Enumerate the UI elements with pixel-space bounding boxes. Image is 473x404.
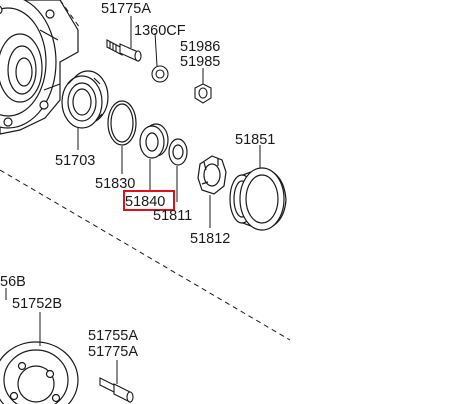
upper-wheel-hub <box>0 0 79 135</box>
nut-51986-51985 <box>194 68 212 104</box>
wheel-bolt-lower <box>99 360 134 403</box>
wheel-bolt-upper <box>106 16 142 62</box>
label-51755a: 51755A <box>88 328 138 344</box>
label-51830: 51830 <box>95 176 135 192</box>
hub-bearing-51703 <box>61 70 109 150</box>
castle-nut-51812 <box>197 155 227 228</box>
small-nut-1360cf <box>151 32 169 83</box>
label-51752b: 51752B <box>12 296 62 312</box>
label-51851: 51851 <box>235 132 275 148</box>
label-1360cf: 1360CF <box>134 23 186 39</box>
hub-cap-51851 <box>229 145 287 231</box>
label-51811: 51811 <box>153 208 192 224</box>
label-51775a-top: 51775A <box>101 1 151 17</box>
label-51840: 51840 <box>125 194 165 210</box>
lower-wheel-hub <box>0 288 79 404</box>
snap-ring-51830 <box>107 100 137 174</box>
section-divider <box>0 0 291 341</box>
washer-51811 <box>168 138 188 202</box>
label-51986: 51986 <box>180 39 220 55</box>
label-51812: 51812 <box>190 231 230 247</box>
highlight-box <box>123 190 175 211</box>
label-51985: 51985 <box>180 54 220 70</box>
label-56b: 56B <box>0 274 26 290</box>
oil-seal-51840 <box>139 123 169 190</box>
label-51775a-bottom: 51775A <box>88 344 138 360</box>
label-51703: 51703 <box>55 153 95 169</box>
